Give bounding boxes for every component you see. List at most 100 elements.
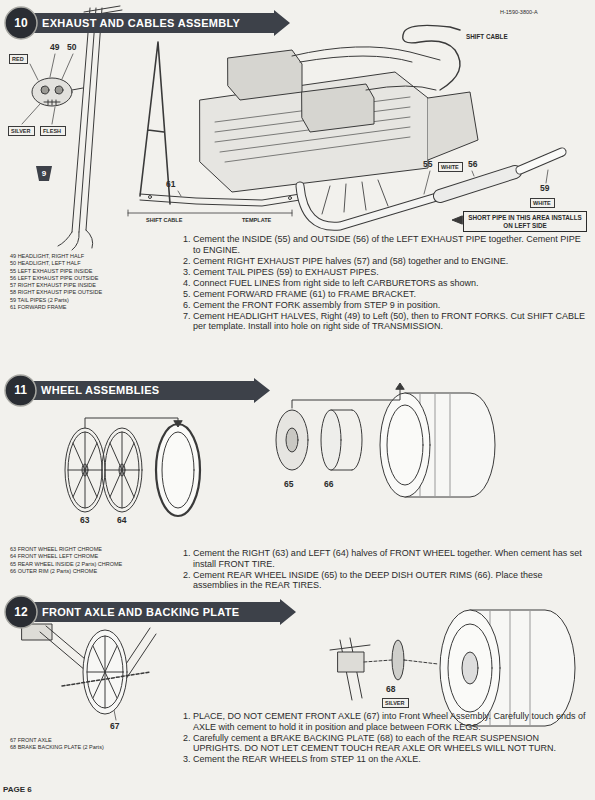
front-fork [58,230,93,250]
parts-list-item: 49 HEADLIGHT, RIGHT HALF [10,253,175,260]
front-wheel [102,428,142,512]
step-banner: 11 WHEEL ASSEMBLIES [8,378,270,403]
headlight [32,78,83,106]
rear-wheel [276,383,495,497]
rear-wheel [276,410,308,470]
instruction-step: 1. PLACE, DO NOT CEMENT FRONT AXLE (67) … [183,711,588,732]
parts-list-item: 56 LEFT EXHAUST PIPE OUTSIDE [10,275,175,282]
exhaust-pipe [520,152,562,170]
banner-arrow [21,599,296,625]
parts-list-item: 68 BRAKE BACKING PLATE (2 Parts) [10,744,175,751]
instruction-step: 5. Cement FORWARD FRAME (61) to FRAME BR… [183,289,588,300]
front-axle [87,636,123,708]
page-number: PAGE 6 [3,785,32,794]
instruction-step: 4. Connect FUEL LINES from right side to… [183,278,588,289]
front-wheel [162,432,194,508]
engine [292,47,440,90]
step-reference-flag: 9 [36,166,52,181]
backing-plate [392,640,404,680]
step-banner: 12FRONT AXLE AND BACKING PLATE [8,599,296,625]
callout-number: 61 [166,180,175,190]
engine [228,50,302,100]
spark-plug-wire [322,180,388,214]
front-wheel [65,418,200,516]
instruction-step: 6. Cement the FRONT FORK assembly from S… [183,300,588,311]
front-axle [83,630,127,714]
color-tag: FLESH [40,126,66,136]
color-tag: WHITE [530,198,555,208]
instruction-step: 7. Cement HEADLIGHT HALVES, Right (49) t… [183,311,588,332]
headlight [72,88,83,90]
color-tag-text: WHITE [441,164,460,170]
front-wheel [85,418,178,428]
instruction-step: 2. Carefully cement a BRAKE BACKING PLAT… [183,733,588,754]
exhaust-pipe [300,186,440,226]
rear-wheel [380,393,430,497]
color-tag-text: SILVER [11,128,32,134]
parts-list-item: 64 FRONT WHEEL LEFT CHROME [10,553,175,560]
step-banner: 10EXHAUST AND CABLES ASSEMBLY [8,10,290,36]
instruction-step: 2. Cement RIGHT EXHAUST PIPE halves (57)… [183,256,588,267]
stand-frame [140,194,300,206]
parts-list-item: 57 RIGHT EXHAUST PIPE INSIDE [10,282,175,289]
parts-list-item: 59 TAIL PIPES (2 Parts) [10,297,175,304]
callout-number: 56 [468,160,477,170]
headlight [32,78,72,106]
step-number: 10 [8,10,34,36]
color-tag: SILVER [8,126,35,136]
part-code: H-1590-3800-A [500,9,538,15]
shift-cable [403,25,460,90]
parts-list-item: 66 OUTER RIM (2 Parts) CHROME [10,568,175,575]
parts-list-item: 55 LEFT EXHAUST PIPE INSIDE [10,268,175,275]
rear-wheel [286,428,298,452]
spark-plug-wire [322,180,388,214]
callout-number: 67 [110,722,119,732]
color-tag-text: WHITE [533,200,552,206]
engine [200,47,478,192]
headlight [44,100,60,105]
callout-number: 50 [67,43,76,53]
color-tag: SILVER [382,698,409,708]
front-wheel [68,432,102,508]
instruction-step: 1. Cement the INSIDE (55) and OUTSIDE (5… [183,234,588,255]
callout-number: 65 [284,480,293,490]
parts-list-item: 50 HEADLIGHT, LEFT HALF [10,260,175,267]
step-number: 11 [8,378,33,403]
exhaust-pipe [300,186,440,226]
backing-plate [330,638,370,700]
rear-wheel [321,410,341,470]
part-label: SHIFT CABLE [466,33,508,40]
callout-number: 63 [80,516,89,526]
template-line [128,210,292,216]
front-wheel [105,432,139,508]
callout-number: 64 [117,516,126,526]
template-label: TEMPLATE [242,217,271,223]
color-tag-text: RED [12,56,25,62]
instruction-step: 1. Cement the RIGHT (63) and LEFT (64) h… [183,548,588,569]
parts-list-item: 63 FRONT WHEEL RIGHT CHROME [10,546,175,553]
rear-wheel [387,405,423,485]
step-reference-number: 9 [36,166,52,181]
front-wheel [65,428,105,512]
front-axle [22,624,156,714]
color-tag: RED [9,54,28,64]
note-box: SHORT PIPE IN THIS AREA INSTALLS ON LEFT… [463,211,587,232]
stand-frame [289,197,292,200]
front-fork [58,6,122,250]
callout-number: 55 [423,160,432,170]
exhaust-pipe [440,172,515,196]
shift-cable [403,25,460,90]
template-label: SHIFT CABLE [146,217,182,223]
front-wheel [156,424,200,516]
step-title: WHEEL ASSEMBLIES [41,378,159,403]
banner-arrow [21,10,290,36]
front-axle [87,636,123,708]
front-wheel [68,432,102,508]
engine [302,84,374,132]
color-tag: WHITE [438,162,463,172]
rear-wheel [292,386,400,408]
rear-wheel [352,410,362,470]
exhaust-pipe [520,152,562,170]
callout-number: 49 [50,43,59,53]
